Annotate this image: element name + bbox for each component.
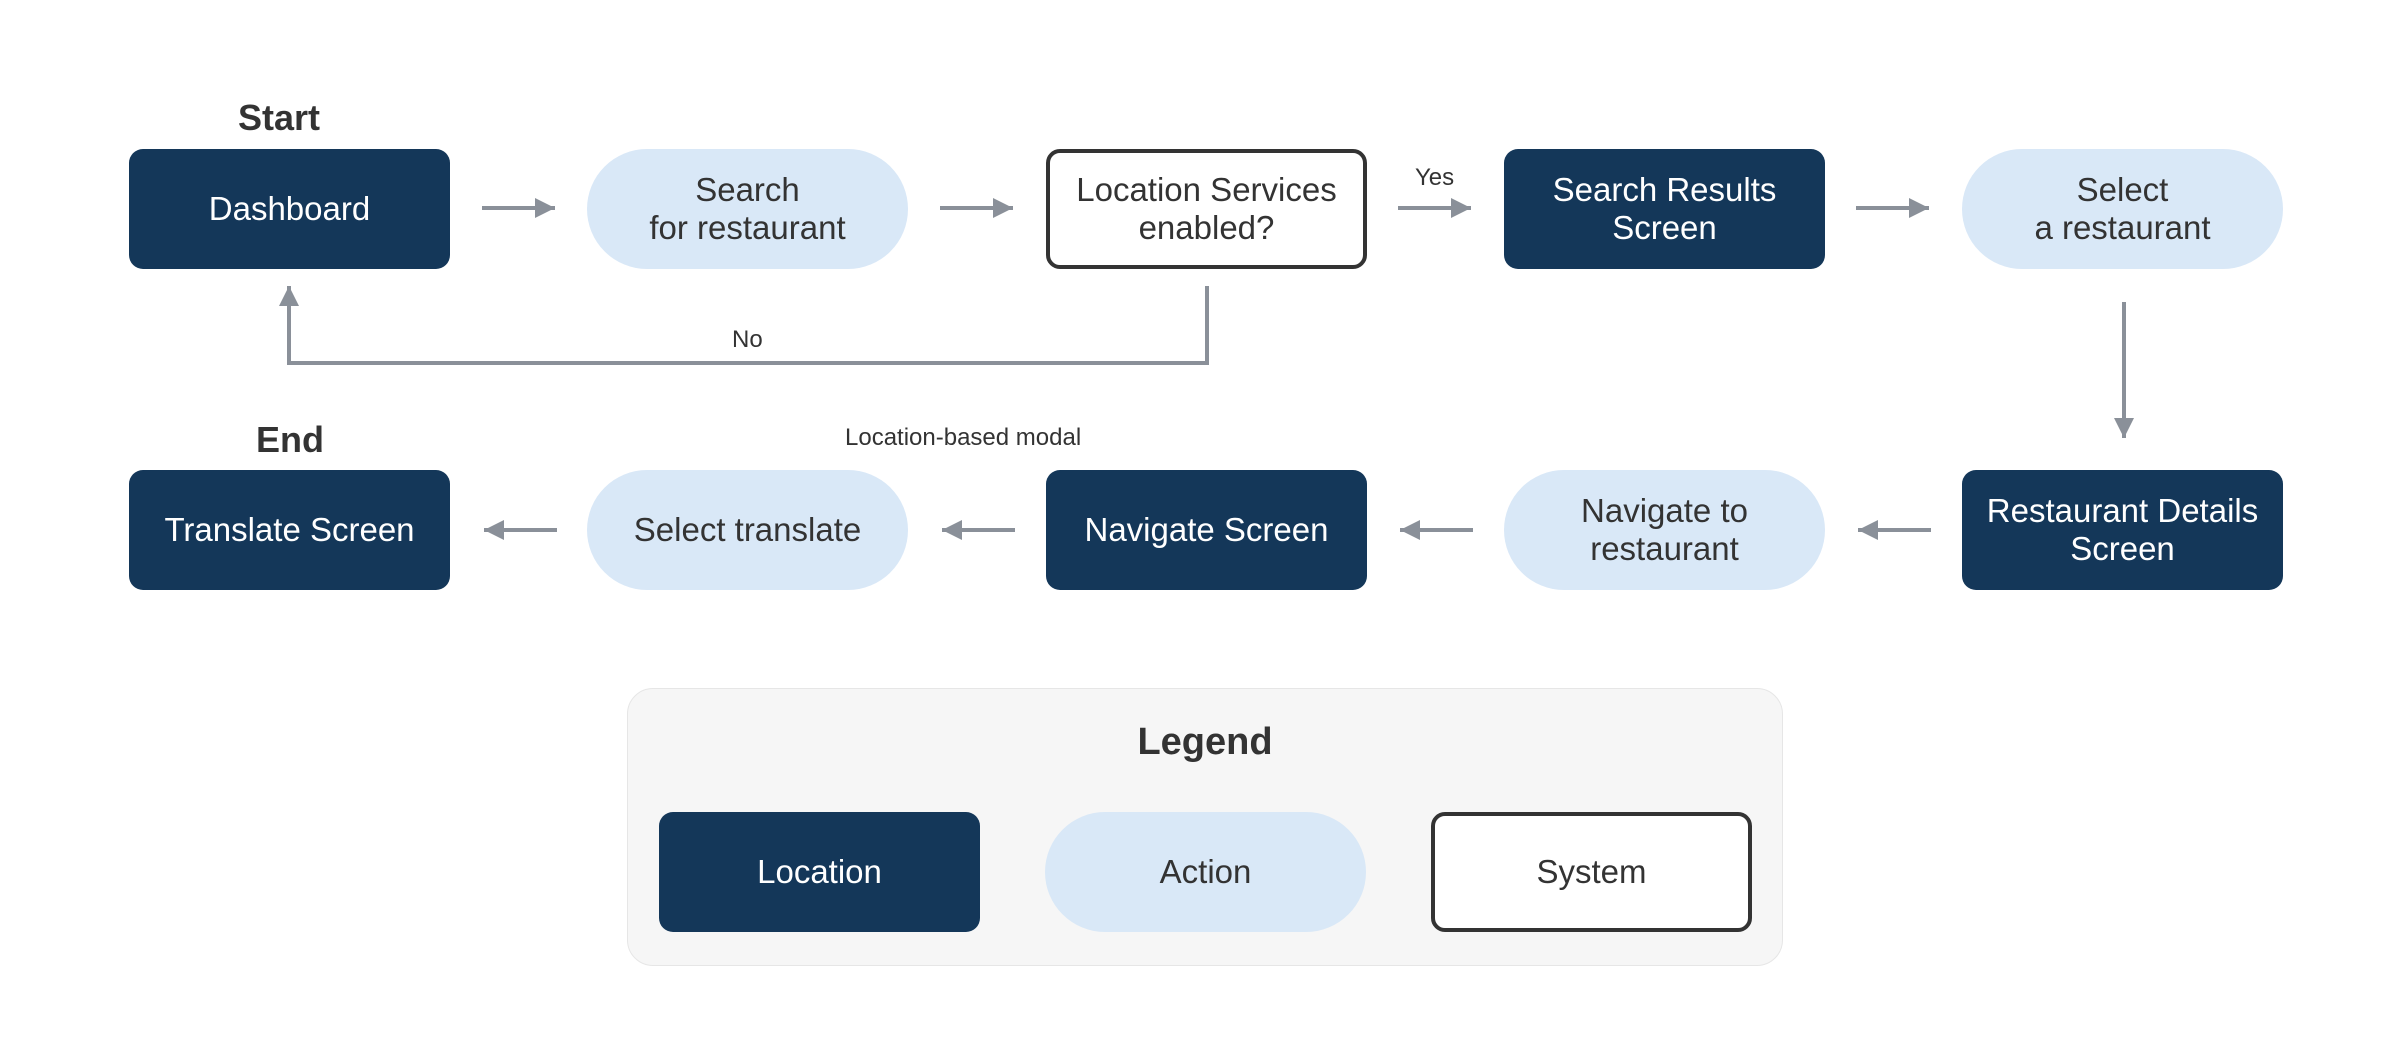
node-navigate-to-restaurant: Navigate to restaurant [1504, 470, 1825, 590]
node-select-a-restaurant: Select a restaurant [1962, 149, 2283, 269]
end-label: End [256, 419, 324, 460]
start-label: Start [238, 97, 321, 138]
node-translate-screen: Translate Screen [129, 470, 450, 590]
node-search-results-screen: Search Results Screen [1504, 149, 1825, 269]
edge-label-yes: Yes [1415, 164, 1455, 191]
edge-label-no: No [732, 326, 763, 353]
node-navigate-screen: Navigate Screen [1046, 470, 1367, 590]
arrow-no-back-to-dashboard [279, 286, 1209, 365]
node-select-translate: Select translate [587, 470, 908, 590]
edge-label-location-based-modal: Location-based modal [845, 424, 1082, 451]
node-search-for-restaurant: Search for restaurant [587, 149, 908, 269]
legend-system: System [1431, 812, 1752, 932]
legend-location: Location [659, 812, 980, 932]
node-dashboard: Dashboard [129, 149, 450, 269]
legend-title: Legend [1137, 721, 1273, 763]
node-restaurant-details-screen: Restaurant Details Screen [1962, 470, 2283, 590]
node-location-services-check: Location Services enabled? [1046, 149, 1367, 269]
legend-action: Action [1045, 812, 1366, 932]
